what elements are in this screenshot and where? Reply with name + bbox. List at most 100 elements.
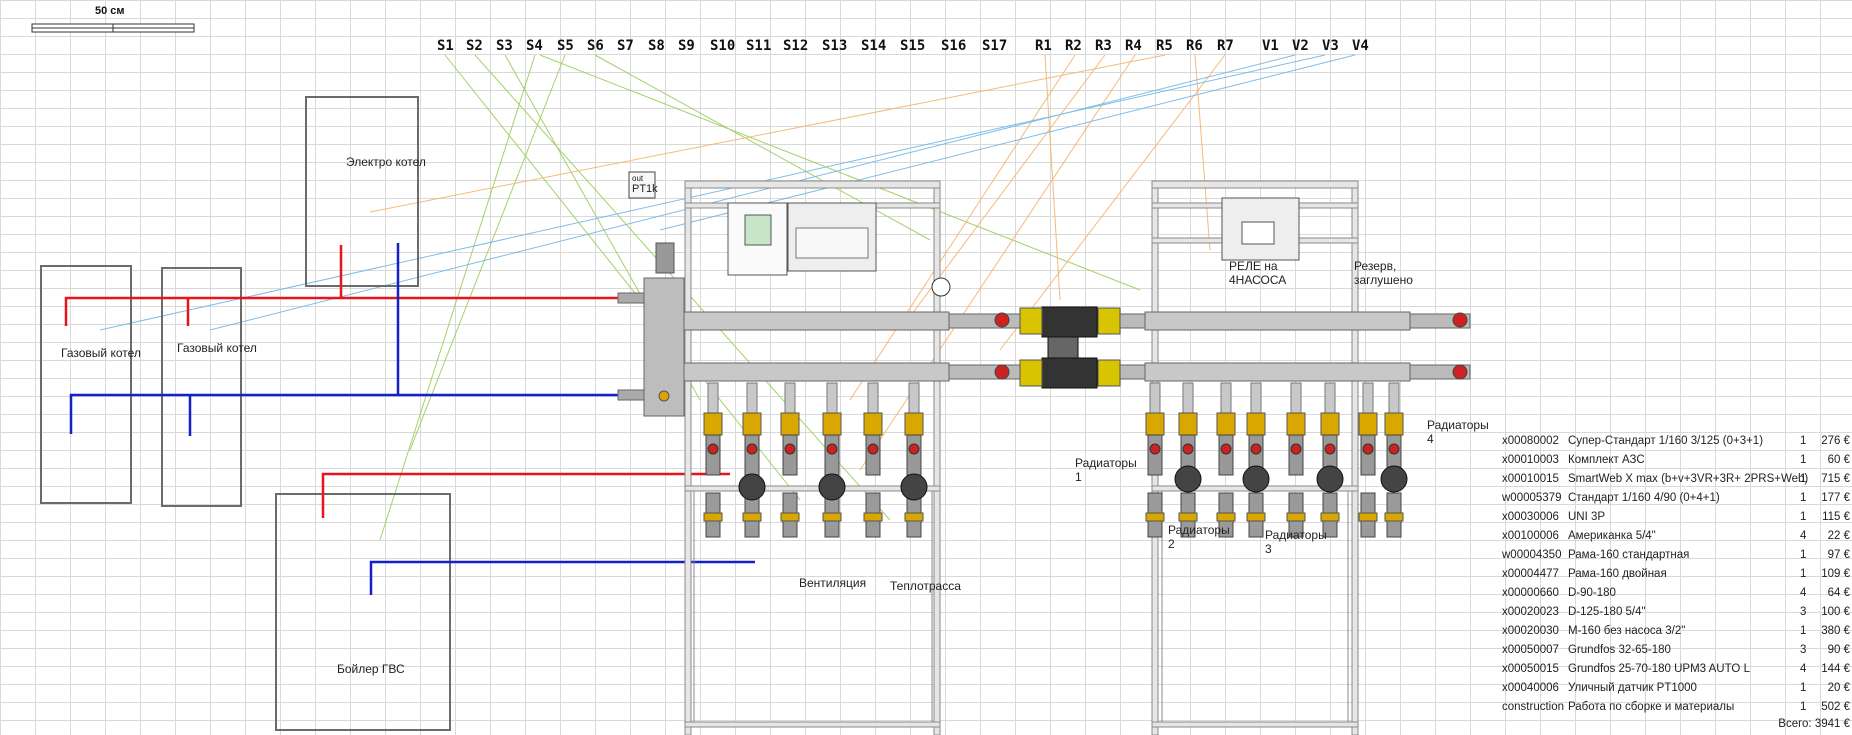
gas-boiler-2-box <box>161 267 242 507</box>
bom-name: UNI 3P <box>1568 511 1606 523</box>
frame-left <box>684 180 941 735</box>
bom-code: x00040006 <box>1502 682 1559 694</box>
signal-label-v2: V2 <box>1292 38 1309 54</box>
signal-label-s1: S1 <box>437 38 454 54</box>
electro-boiler-box <box>305 96 419 287</box>
signal-label-s14: S14 <box>861 38 886 54</box>
bom-price: 64 € <box>1827 587 1850 599</box>
signal-label-s5: S5 <box>557 38 574 54</box>
right-pump-groups <box>1145 382 1408 538</box>
bom-qty: 4 <box>1800 587 1807 599</box>
signal-label-r6: R6 <box>1186 38 1203 54</box>
bom-qty: 1 <box>1800 454 1807 466</box>
left-pump-groups <box>703 382 928 538</box>
heating-main-label: Теплотрасса <box>890 579 961 593</box>
signal-label-s10: S10 <box>710 38 735 54</box>
bom-row: x00050007 Grundfos 32-65-180 3 90 € <box>1502 641 1852 660</box>
hydraulic-separator <box>617 242 685 417</box>
bom-name: Работа по сборке и материалы <box>1568 701 1735 713</box>
bom-name: Рама-160 двойная <box>1568 568 1667 580</box>
signal-label-s4: S4 <box>526 38 543 54</box>
mixing-module <box>931 277 1468 389</box>
bom-price: 100 € <box>1821 606 1850 618</box>
bom-name: Рама-160 стандартная <box>1568 549 1690 561</box>
bom-name: SmartWeb X max (b+v+3VR+3R+ 2PRS+Web) <box>1568 473 1809 485</box>
signal-label-s6: S6 <box>587 38 604 54</box>
radiators-3-label: Радиаторы 3 <box>1265 528 1327 556</box>
signal-label-s17: S17 <box>982 38 1007 54</box>
piping <box>64 243 755 595</box>
signal-label-s2: S2 <box>466 38 483 54</box>
bom-code: x00080002 <box>1502 435 1559 447</box>
bom-qty: 3 <box>1800 644 1807 656</box>
bom-code: x00100006 <box>1502 530 1559 542</box>
bom-price: 97 € <box>1827 549 1850 561</box>
bom-price: 90 € <box>1827 644 1850 656</box>
bom-price: 115 € <box>1822 511 1850 523</box>
signal-label-v4: V4 <box>1352 38 1369 54</box>
bom-code: x00000660 <box>1502 587 1559 599</box>
bom-qty: 1 <box>1800 492 1807 504</box>
signal-label-s13: S13 <box>822 38 847 54</box>
bom-price: 380 € <box>1821 625 1850 637</box>
bom-qty: 1 <box>1800 549 1807 561</box>
signal-label-v3: V3 <box>1322 38 1339 54</box>
bom-name: D-90-180 <box>1568 587 1616 599</box>
relay-label: РЕЛЕ на 4НАСОСА <box>1229 259 1287 287</box>
bom-code: x00020023 <box>1502 606 1559 618</box>
bom-name: Grundfos 32-65-180 <box>1568 644 1671 656</box>
bom-price: 177 € <box>1821 492 1850 504</box>
bom-price: 109 € <box>1821 568 1850 580</box>
signal-label-s15: S15 <box>900 38 925 54</box>
dhw-boiler-box <box>275 493 451 731</box>
signal-label-r1: R1 <box>1035 38 1052 54</box>
signal-label-s9: S9 <box>678 38 695 54</box>
signal-label-s16: S16 <box>941 38 966 54</box>
bom-price: 144 € <box>1821 663 1850 675</box>
bom-code: x00050007 <box>1502 644 1559 656</box>
signal-label-s11: S11 <box>746 38 771 54</box>
signal-label-s3: S3 <box>496 38 513 54</box>
bom-code: x00050015 <box>1502 663 1559 675</box>
controllers <box>628 171 1300 276</box>
bom-price: 60 € <box>1827 454 1850 466</box>
manifolds <box>683 311 1471 382</box>
bom-qty: 1 <box>1800 473 1807 485</box>
bom-code: construction <box>1502 701 1565 713</box>
gas-boiler-1-label: Газовый котел <box>61 346 141 360</box>
reserve-label: Резерв, заглушено <box>1354 259 1413 287</box>
bom-name: Уличный датчик PT1000 <box>1568 682 1697 694</box>
bom-price: 22 € <box>1827 530 1850 542</box>
signal-label-r2: R2 <box>1065 38 1082 54</box>
bom-qty: 1 <box>1800 625 1807 637</box>
signal-label-r7: R7 <box>1217 38 1234 54</box>
radiators-1-label: Радиаторы 1 <box>1075 456 1137 484</box>
bom-code: x00020030 <box>1502 625 1559 637</box>
bom-qty: 1 <box>1800 511 1807 523</box>
dhw-boiler-label: Бойлер ГВС <box>337 662 405 676</box>
electro-boiler-label: Электро котел <box>346 155 426 169</box>
bom-code: x00030006 <box>1502 511 1559 523</box>
bom-row: x00030006 UNI 3P 1 115 € <box>1502 508 1852 527</box>
bom-code: x00010003 <box>1502 454 1559 466</box>
equipment-boxes <box>40 96 451 731</box>
bom-row: x00000660 D-90-180 4 64 € <box>1502 584 1852 603</box>
bom-qty: 4 <box>1800 663 1807 675</box>
bom-name: D-125-180 5/4" <box>1568 606 1646 618</box>
signal-label-r5: R5 <box>1156 38 1173 54</box>
scale-bar <box>31 23 195 33</box>
bom-qty: 1 <box>1800 701 1807 713</box>
signal-label-s12: S12 <box>783 38 808 54</box>
bom-name: Стандарт 1/160 4/90 (0+4+1) <box>1568 492 1720 504</box>
bom-qty: 4 <box>1800 530 1807 542</box>
